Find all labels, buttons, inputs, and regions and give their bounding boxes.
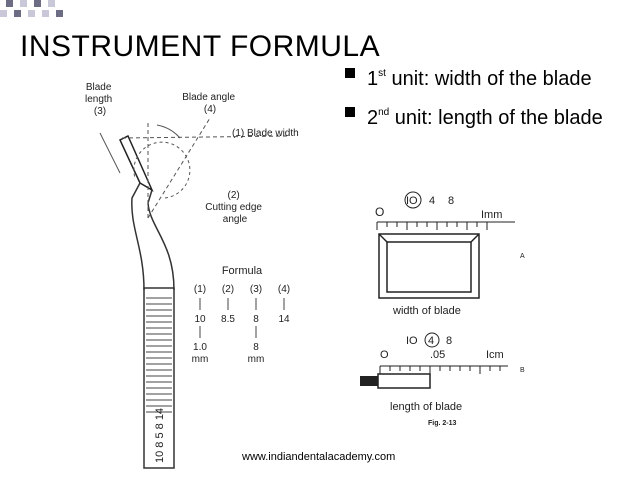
circled-mark [424,332,440,348]
instrument-shank [131,182,175,291]
cutting-edge-label: (2) Cutting edge angle [205,190,265,225]
bullet-number: 2 [367,107,379,129]
ruler [376,221,515,230]
instrument-handle: 10 8 5 8 14 [143,287,175,469]
blade-width-label: (1) Blade width [232,128,299,139]
scale-mark: 8 [446,335,452,347]
formula-header: (2) [222,284,234,295]
formula-value: 8.5 [221,314,235,325]
formula-header: (3) [250,284,262,295]
panel-letter: A [520,253,525,260]
scale-zero: O [380,349,389,361]
decorative-squares [0,0,80,24]
formula-units: 1.0 mm 8 mm [192,342,265,365]
scale-mark: 8 [448,195,454,207]
scale-mark: 4 [429,195,435,207]
scale-unit: Imm [481,209,502,221]
bullet-text: unit: width of the blade [385,68,592,90]
formula-header: (4) [278,284,290,295]
blade-tip [360,376,378,386]
bullet-number: 1 [367,68,379,90]
blade-bar [377,373,431,389]
panel-letter: B [520,367,525,374]
blade-rectangle [378,233,480,299]
formula-unit: mm [248,354,265,365]
length-of-blade-diagram: IO 4 8 O .05 Icm B length of blade Fig. … [360,332,525,427]
formula-title: Formula [222,265,263,277]
slide-title: INSTRUMENT FORMULA [20,30,381,63]
footer-url: www.indiandentalacademy.com [242,451,396,463]
width-of-blade-diagram: O IO 4 8 Imm A width of blade [375,191,525,317]
circled-mark [404,191,422,209]
length-caption: length of blade [390,401,462,413]
formula-headers: (1) (2) (3) (4) [194,284,290,295]
formula-value: 8 [253,314,259,325]
scale-mark: IO [406,335,418,347]
blade-length-label: Blade length (3) [85,82,115,117]
formula-unit: 1.0 [193,342,207,353]
square-bullet-icon [345,68,355,78]
formula-header: (1) [194,284,206,295]
scale-mid: .05 [430,349,445,361]
blade-angle-label: Blade angle (4) [182,92,238,115]
formula-unit: 8 [253,342,259,353]
ruler [379,365,508,374]
bullet-list: 1st unit: width of the blade 2nd unit: l… [345,60,635,138]
angle-guides [99,117,291,219]
square-bullet-icon [345,107,355,117]
scale-mark: IO [406,195,418,207]
bullet-ordinal: nd [378,107,390,118]
scale-mark: 4 [428,335,434,347]
bullet-item: 2nd unit: length of the blade [345,99,635,132]
figure-label: Fig. 2-13 [428,420,457,427]
formula-unit: mm [192,354,209,365]
width-caption: width of blade [392,305,461,317]
formula-value: 14 [278,314,290,325]
bullet-item: 1st unit: width of the blade [345,60,635,93]
scale-zero: O [375,205,384,219]
formula-value: 10 [194,314,206,325]
instrument-diagram: 10 8 5 8 14 Blade length (3) Blade angle… [85,82,299,469]
bullet-ordinal: st [378,68,386,79]
instrument-blade [119,134,154,192]
formula-values: 10 8.5 8 14 [194,314,290,325]
formula-ticks [199,298,285,338]
scale-unit: Icm [486,349,504,361]
handle-number: 10 8 5 8 14 [154,408,166,463]
bullet-text: unit: length of the blade [389,107,603,129]
